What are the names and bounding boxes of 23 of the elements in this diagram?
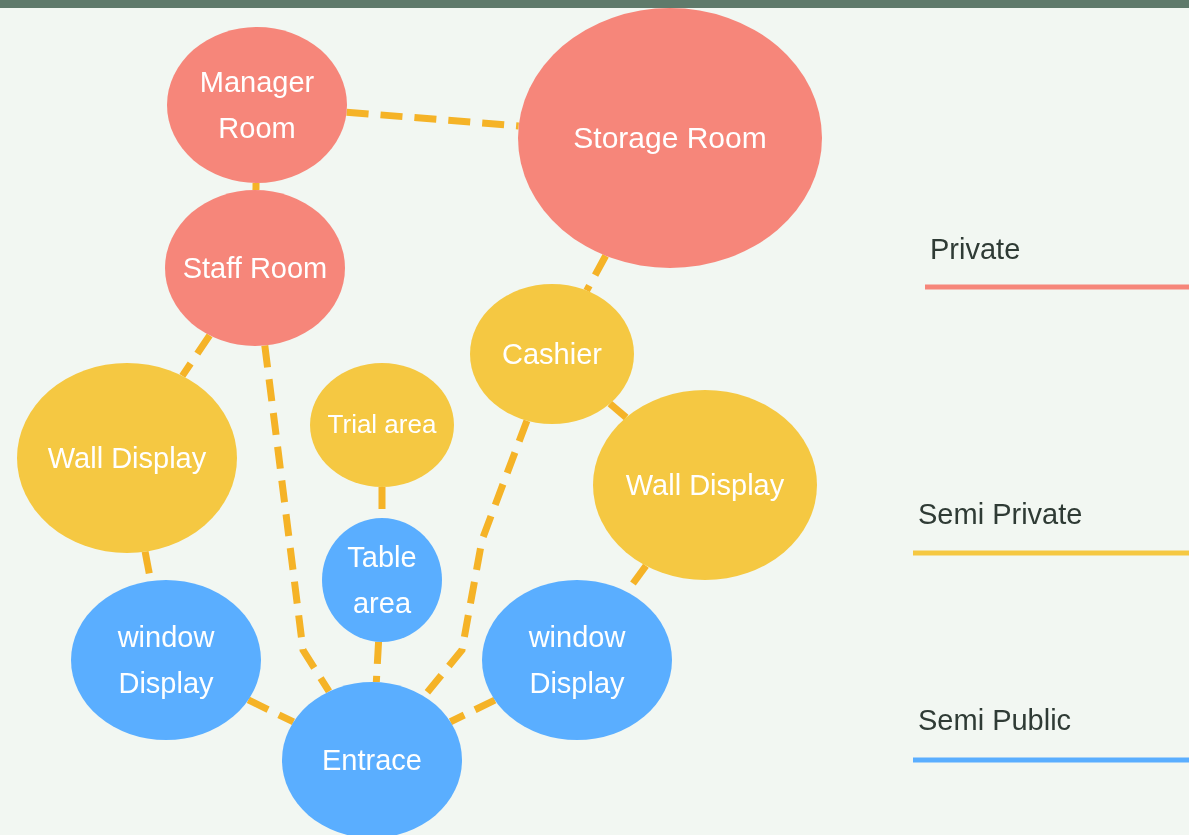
room-label: Storage Room bbox=[573, 120, 767, 156]
dashed-connector bbox=[346, 108, 519, 130]
dashed-connector bbox=[179, 333, 213, 378]
room-label: Trial area bbox=[327, 408, 437, 442]
legend-label: Semi Private bbox=[918, 498, 1083, 531]
dashed-connector bbox=[252, 182, 260, 191]
room-label: Cashier bbox=[502, 336, 602, 372]
room-label: Wall Display bbox=[625, 467, 785, 503]
room-label: window Display bbox=[116, 619, 216, 701]
room-label: Wall Display bbox=[47, 440, 207, 476]
legend-label: Semi Public bbox=[918, 704, 1072, 737]
room-label: window Display bbox=[527, 619, 627, 701]
room-label: Table area bbox=[346, 539, 418, 621]
dashed-connector bbox=[372, 641, 383, 683]
dashed-connector bbox=[246, 696, 295, 726]
room-label: Entrace bbox=[322, 742, 422, 778]
dashed-connector bbox=[261, 345, 332, 694]
room-label: Staff Room bbox=[182, 250, 328, 286]
dashed-connector bbox=[583, 254, 609, 293]
dashed-connector bbox=[607, 400, 629, 421]
room-label: Manager Room bbox=[198, 64, 316, 146]
legend-label: Private bbox=[930, 233, 1021, 266]
dashed-connector bbox=[448, 696, 497, 725]
